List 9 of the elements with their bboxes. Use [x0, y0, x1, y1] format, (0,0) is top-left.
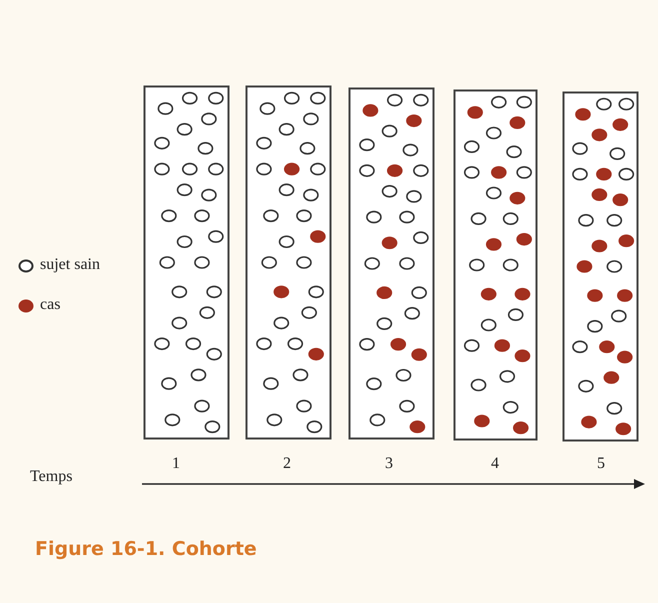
time-tick-label: 5: [597, 455, 605, 473]
axis-label: Temps: [30, 468, 72, 486]
legend-label: sujet sain: [40, 256, 100, 274]
time-tick-label: 3: [385, 455, 393, 473]
time-tick-label: 4: [491, 455, 499, 473]
time-tick-label: 1: [172, 455, 180, 473]
time-tick-label: 2: [283, 455, 291, 473]
figure-caption: Figure 16-1. Cohorte: [35, 538, 257, 560]
legend-label: cas: [40, 296, 60, 314]
